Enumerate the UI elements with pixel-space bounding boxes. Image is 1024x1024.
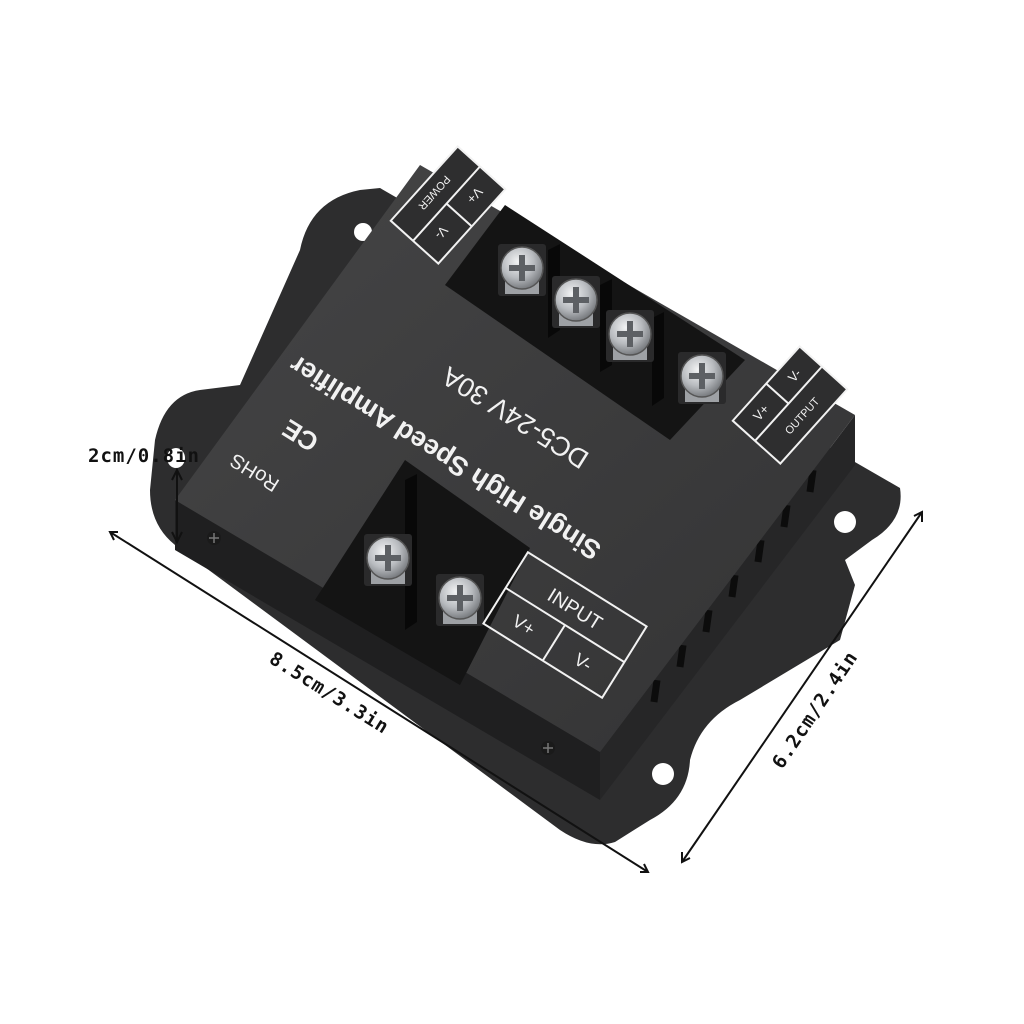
enclosure-front-side: [175, 500, 600, 800]
length-dimension-arrow: [108, 531, 650, 873]
input-terminal-block: [315, 460, 530, 685]
enclosure-right-side: [600, 415, 855, 800]
terminal-screw: [363, 533, 413, 587]
corner-screw: [541, 741, 555, 755]
mount-hole: [834, 511, 856, 533]
mount-hole: [652, 763, 674, 785]
vent-slots: [650, 469, 817, 703]
terminal-screw: [677, 351, 727, 405]
height-dimension-label: 2cm/0.8in: [88, 445, 200, 467]
terminal-screw: [435, 573, 485, 627]
mount-hole: [354, 223, 372, 241]
width-dimension-arrow: [681, 510, 923, 864]
height-dimension-arrow: [171, 467, 183, 545]
mount-hole: [167, 448, 185, 468]
terminal-screw: [551, 275, 601, 329]
terminal-screw: [497, 243, 547, 297]
terminal-screw: [605, 309, 655, 363]
corner-screw: [207, 531, 221, 545]
enclosure-top: [175, 165, 855, 752]
